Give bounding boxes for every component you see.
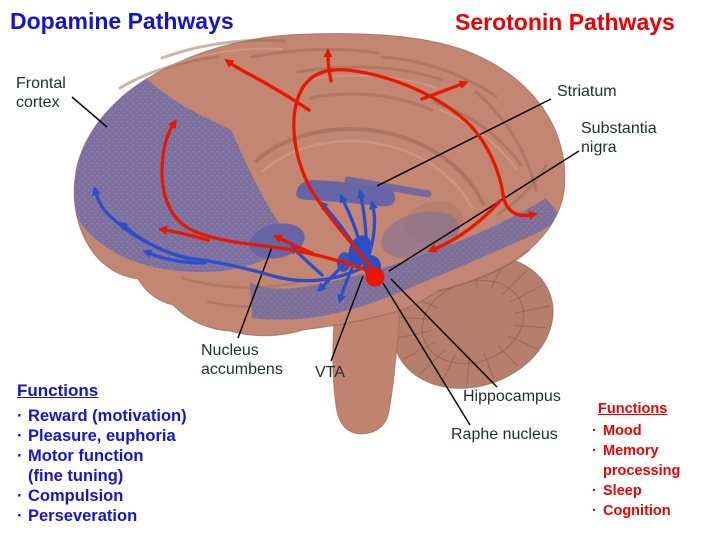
dopamine-pathways-title: Dopamine Pathways (10, 8, 234, 34)
serotonin-pathways-title: Serotonin Pathways (455, 9, 675, 35)
nucleus-accumbens-label: Nucleus accumbens (201, 341, 283, 379)
hippocampus-label: Hippocampus (463, 388, 561, 405)
dopamine-functions-heading: Functions (17, 381, 99, 400)
list-item: ·Reward (motivation) (17, 407, 187, 425)
list-item: ·Cognition (592, 503, 671, 519)
list-item: ·Motor function (17, 447, 144, 465)
list-item: processing (603, 463, 681, 479)
list-item: ·Memory (592, 443, 659, 459)
list-item: ·Compulsion (17, 487, 124, 505)
vta-label: VTA (315, 364, 345, 381)
raphe-nucleus-label: Raphe nucleus (451, 426, 558, 443)
serotonin-functions-heading: Functions (598, 401, 668, 417)
substantia-nigra-label-line2: nigra (581, 139, 617, 157)
nucleus-accumbens-label-line1: Nucleus (201, 342, 259, 359)
serotonin-functions-list: Functions ·Mood ·Memory processing ·Slee… (592, 399, 680, 521)
frontal-cortex-label-line2: cortex (16, 94, 60, 112)
list-item: ·Sleep (592, 483, 642, 499)
list-item: (fine tuning) (28, 467, 124, 485)
list-item: ·Perseveration (17, 507, 138, 525)
label-leader-lines (71, 96, 580, 426)
nucleus-accumbens-label-line2: accumbens (201, 361, 283, 379)
substantia-nigra-label: Substantia nigra (581, 119, 657, 157)
striatum-label: Striatum (557, 83, 617, 100)
frontal-cortex-label: Frontal cortex (16, 74, 66, 112)
raphe-nucleus-dot (365, 267, 385, 287)
striatum-structure (296, 176, 432, 207)
list-item: ·Pleasure, euphoria (17, 427, 176, 445)
list-item: ·Mood (592, 423, 642, 439)
substantia-nigra-label-line1: Substantia (581, 120, 657, 137)
dopamine-functions-list: Functions ·Reward (motivation) ·Pleasure… (17, 381, 187, 526)
serotonin-pathway-arrows (158, 48, 538, 274)
frontal-cortex-label-line1: Frontal (16, 75, 66, 92)
